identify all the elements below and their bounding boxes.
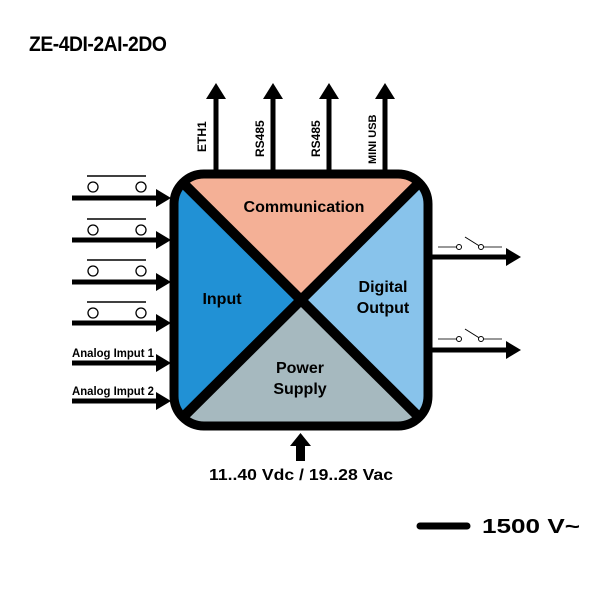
analog-input-2-label: Analog Imput 2	[72, 384, 154, 398]
digital-output-label-line1: Digital	[359, 279, 408, 296]
digital-output-2	[432, 328, 521, 359]
power-input-arrow: 11..40 Vdc / 19..28 Vac	[209, 433, 393, 484]
rs485-arrow-2: RS485	[309, 83, 339, 170]
input-section	[174, 174, 301, 426]
digital-input-1	[72, 175, 171, 207]
mini-usb-arrow: MINI USB	[367, 83, 395, 170]
digital-inputs	[72, 175, 171, 332]
power-supply-label-line1: Power	[276, 360, 324, 377]
isolation-legend: 1500 V~	[416, 516, 580, 538]
power-supply-label-line2: Supply	[273, 381, 326, 398]
digital-input-3	[72, 259, 171, 291]
digital-input-4	[72, 301, 171, 332]
communication-port-arrows: ETH1 RS485 RS485 MINI USB	[195, 83, 395, 170]
input-label: Input	[202, 291, 242, 308]
port-label-eth1: ETH1	[195, 121, 209, 152]
power-supply-section	[174, 300, 428, 426]
port-label-mini-usb: MINI USB	[367, 114, 379, 164]
analog-inputs: Analog Imput 1 Analog Imput 2	[72, 346, 171, 410]
communication-section	[174, 174, 428, 300]
communication-label: Communication	[244, 199, 365, 216]
port-label-rs485-2: RS485	[309, 120, 323, 157]
analog-input-1-label: Analog Imput 1	[72, 346, 154, 360]
rs485-arrow-1: RS485	[253, 83, 283, 170]
device-title: ZE-4DI-2AI-2DO	[29, 33, 167, 56]
eth1-arrow: ETH1	[195, 83, 226, 170]
analog-input-1: Analog Imput 1	[72, 346, 171, 372]
analog-input-2: Analog Imput 2	[72, 384, 171, 410]
isolation-voltage: 1500 V~	[482, 516, 580, 538]
digital-input-2	[72, 218, 171, 249]
digital-output-1	[432, 236, 521, 266]
digital-output-label-line2: Output	[357, 300, 410, 317]
module-box: Communication Input Digital Output Power…	[169, 169, 433, 431]
digital-outputs	[432, 236, 521, 359]
digital-output-section	[301, 174, 428, 426]
port-label-rs485-1: RS485	[253, 120, 267, 157]
power-supply-rating: 11..40 Vdc / 19..28 Vac	[209, 467, 393, 484]
